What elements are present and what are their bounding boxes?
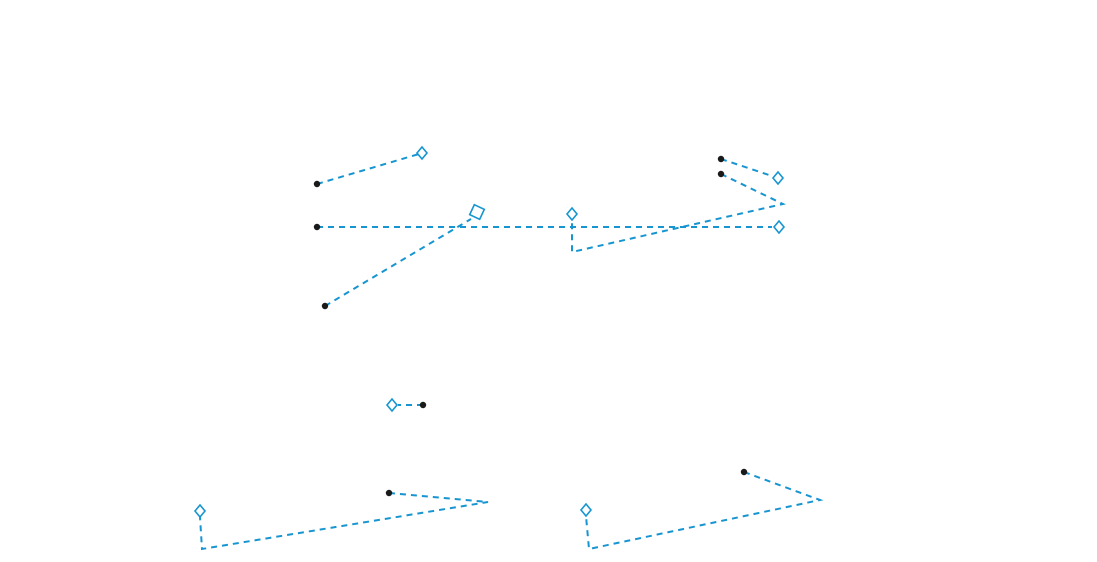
dot-connector-icon (740, 468, 748, 476)
relationship-organization_unit_media_src-to-organization_unit[interactable] (316, 153, 420, 185)
diamond-connector-icon (771, 170, 785, 186)
square-connector-icon (468, 203, 486, 221)
dot-connector-icon (321, 302, 329, 310)
diamond-connector-icon (565, 206, 579, 222)
diamond-connector-icon (385, 397, 399, 413)
relationship-organization_unit_parent-to-organization_unit[interactable] (571, 173, 787, 254)
dot-connector-icon (419, 401, 427, 409)
dot-connector-icon (313, 223, 321, 231)
dot-connector-icon (385, 489, 393, 497)
diamond-connector-icon (193, 503, 207, 519)
dot-connector-icon (313, 180, 321, 188)
relationship-organization_position_parent-to-organization_position[interactable] (585, 471, 824, 551)
relationship-organization_department_unit-to-organization_unit[interactable] (324, 218, 472, 307)
diamond-connector-icon (772, 219, 786, 235)
relationship-organization_department_parent-to-organization_department[interactable] (199, 492, 489, 551)
dot-connector-icon (717, 155, 725, 163)
relationship-organization_unit_image-to-media[interactable] (720, 158, 773, 177)
diamond-connector-icon (415, 145, 429, 161)
diamond-connector-icon (579, 502, 593, 518)
dot-connector-icon (717, 170, 725, 178)
